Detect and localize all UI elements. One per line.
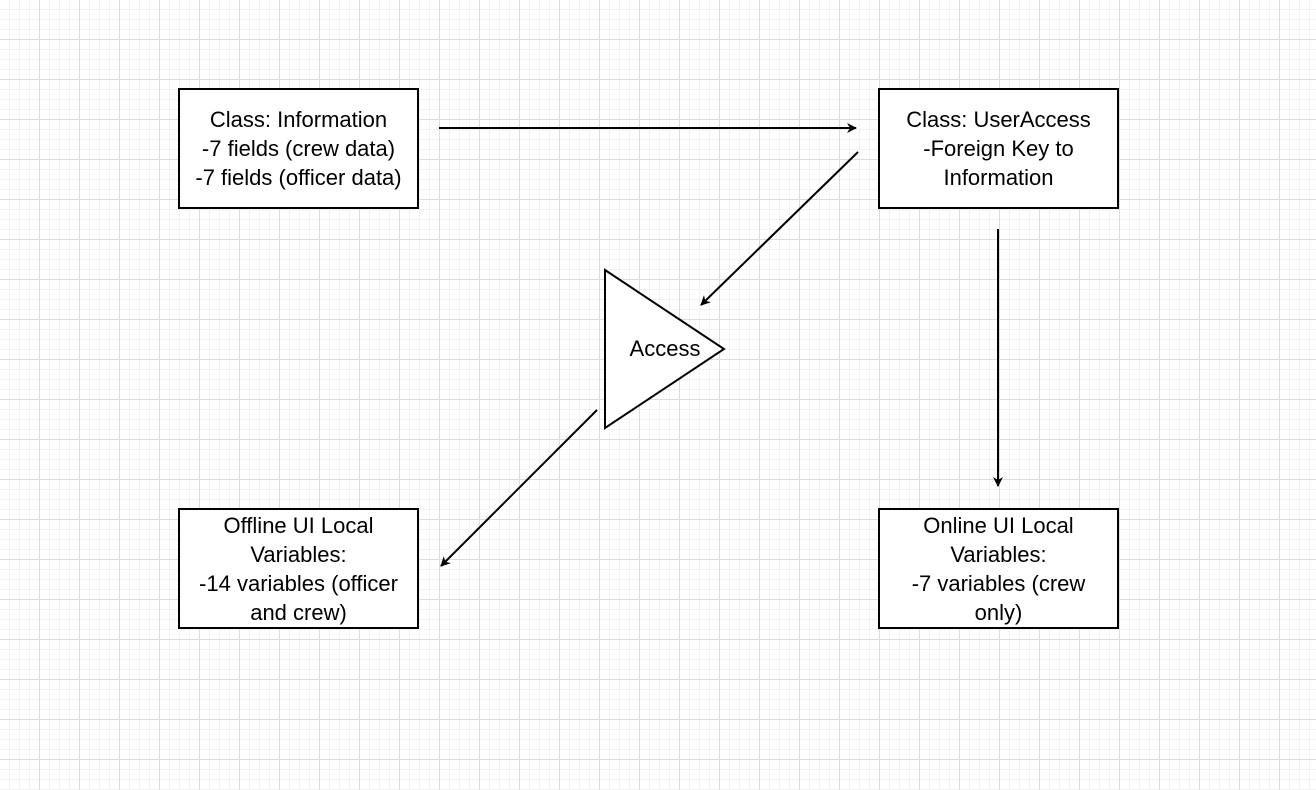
class-information-node[interactable]: Class: Information -7 fields (crew data)… bbox=[178, 88, 419, 209]
arrow-access-to-offline-ui bbox=[440, 409, 598, 567]
class-useraccess-text: Class: UserAccess -Foreign Key to Inform… bbox=[906, 107, 1091, 190]
offline-ui-variables-text: Offline UI Local Variables: -14 variable… bbox=[199, 512, 398, 625]
offline-ui-variables-node[interactable]: Offline UI Local Variables: -14 variable… bbox=[178, 508, 419, 629]
arrow-useraccess-to-access bbox=[700, 151, 859, 306]
access-node-label: Access bbox=[629, 336, 701, 361]
online-ui-variables-node[interactable]: Online UI Local Variables: -7 variables … bbox=[878, 508, 1119, 629]
online-ui-variables-text: Online UI Local Variables: -7 variables … bbox=[911, 512, 1086, 625]
class-useraccess-node[interactable]: Class: UserAccess -Foreign Key to Inform… bbox=[878, 88, 1119, 209]
class-information-text: Class: Information -7 fields (crew data)… bbox=[195, 107, 402, 190]
